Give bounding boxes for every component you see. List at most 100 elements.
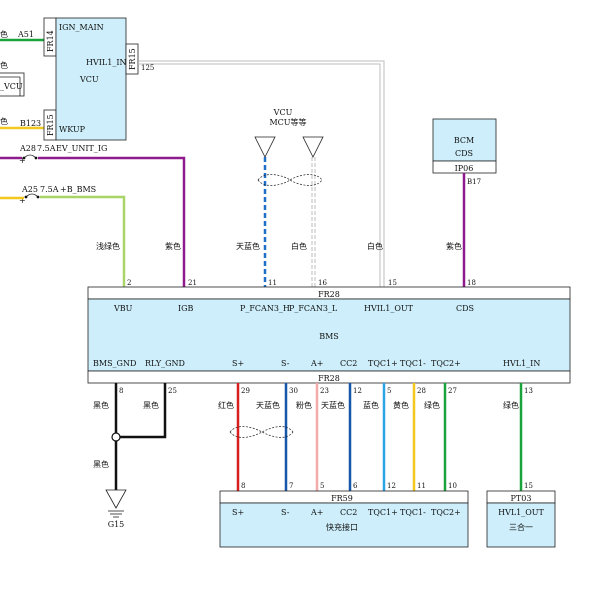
pin-num: 29 <box>241 387 250 395</box>
bcm-name: BCM <box>454 136 474 145</box>
bms-pin-cc2: CC2 <box>340 359 357 368</box>
bms-box <box>87 298 571 372</box>
pin-num: 23 <box>320 387 329 395</box>
bms-pin-hvl1-in: HVL1_IN <box>503 359 540 368</box>
vcu-pin-wkup: WKUP <box>59 125 86 134</box>
bcm-module: BCM CDS IP06 B17 <box>432 118 497 287</box>
vcu-box <box>55 17 127 141</box>
pin-num: 18 <box>467 279 476 287</box>
wire-label: 色 <box>0 60 8 70</box>
vcu-pin-hvil: HVIL1_IN <box>86 58 126 67</box>
ground-icon <box>105 489 127 509</box>
pin-num: 10 <box>448 482 457 490</box>
svg-text:+: + <box>19 156 26 165</box>
pin-num: 28 <box>417 387 426 395</box>
bms-pin-fcan3-h: P_FCAN3_H <box>240 304 290 313</box>
fuse-a25: A25 7.5A +B_BMS + <box>0 185 126 287</box>
wire-color-label: 浅绿色 <box>96 241 120 251</box>
wire-color-label: 天蓝色 <box>321 400 345 410</box>
pin-num: 30 <box>289 387 298 395</box>
top-wire-labels: 浅绿色 2 紫色 21 天蓝色 11 白色 16 白色 15 紫色 18 <box>96 241 476 287</box>
charge-pin-label: S- <box>281 508 290 517</box>
bms-name: BMS <box>319 332 339 341</box>
connector-label: FR28 <box>318 374 340 383</box>
wire-color-label: 白色 <box>291 241 307 251</box>
fuse-name: +B_BMS <box>60 185 96 194</box>
bottom-wires: 8 25 29 30 23 12 5 28 27 13 黑色 黑色 红色 天蓝色… <box>93 383 533 491</box>
connector-label: IP06 <box>455 164 474 173</box>
charge-pin-label: CC2 <box>340 508 357 517</box>
pin-num: 21 <box>188 279 197 287</box>
fuse-rating: 7.5A <box>37 144 56 153</box>
pin-num: 11 <box>417 482 426 490</box>
connector-label: FR14 <box>46 30 55 52</box>
pin-num: 12 <box>387 482 396 490</box>
fuse-rating: 7.5A <box>40 185 59 194</box>
bms-pin-cds: CDS <box>456 304 474 313</box>
wire-color-label: 天蓝色 <box>256 400 280 410</box>
pin-num: 8 <box>241 482 245 490</box>
wire-lightgreen-vbu <box>40 195 126 287</box>
svg-text:+: + <box>19 196 26 205</box>
charge-port: FR59 8 7 5 6 12 11 10 S+ S- A+ CC2 TQC1+… <box>219 482 469 548</box>
wire-hvil-white <box>138 60 385 287</box>
bms-pin-s-minus: S- <box>281 359 290 368</box>
can-antenna: VCU MCU等等 <box>254 108 324 287</box>
antenna-triangle-left <box>254 136 276 158</box>
bms-pin-a-plus: A+ <box>310 359 323 368</box>
wire-color-label: 红色 <box>218 400 234 410</box>
wire-purple-igb <box>38 156 186 287</box>
pin-num: 16 <box>318 279 327 287</box>
bms-pin-rly-gnd: RLY_GND <box>145 359 185 368</box>
wire-id: B123 <box>20 119 41 128</box>
pin-num: 11 <box>268 279 277 287</box>
pin-num: 8 <box>119 387 123 395</box>
wire-color-label: 绿色 <box>503 400 519 410</box>
wire-label: 色 <box>0 29 8 39</box>
pin-num: 15 <box>524 482 533 490</box>
wire-color-label: 天蓝色 <box>236 241 260 251</box>
bms-pin-tqc2-plus: TQC2+ <box>431 359 461 368</box>
vcu-module: 色 A51 色 色 B123 _VCU FR14 FR15 IGN_MAIN H… <box>0 17 154 141</box>
bcm-pin-name: CDS <box>455 149 473 158</box>
bms-pin-igb: IGB <box>178 304 194 313</box>
connector-fr28-bottom <box>87 370 571 384</box>
wire-color-label: 白色 <box>367 241 383 251</box>
wire-color-label: 黑色 <box>143 400 159 410</box>
pin-num: 27 <box>448 387 457 395</box>
charge-pin-label: TQC1+ <box>368 508 398 517</box>
wire-color-label: 黑色 <box>93 459 109 469</box>
charge-pin-label: S+ <box>232 508 244 517</box>
wire-id: A51 <box>17 30 34 39</box>
bms-pin-s-plus: S+ <box>232 359 244 368</box>
bms-pin-tqc1-plus: TQC1+ <box>368 359 398 368</box>
pin-num: 12 <box>353 387 362 395</box>
pt03-box <box>486 502 556 548</box>
bcm-box <box>432 118 497 162</box>
wire-color-label: 粉色 <box>296 400 312 410</box>
pin-num: 13 <box>524 387 533 395</box>
charge-port-name: 快充接口 <box>326 522 358 532</box>
side-box <box>0 72 25 97</box>
wire-color-label: 蓝色 <box>363 400 379 410</box>
wire-color-label: 紫色 <box>165 241 181 251</box>
bms-pin-fcan3-l: P_FCAN3_L <box>289 304 338 313</box>
bms-module: FR28 FR28 VBU IGB P_FCAN3_H P_FCAN3_L HV… <box>87 286 571 384</box>
connector-label: FR15 <box>46 114 55 136</box>
fuse-a28: A28 7.5A EV_UNIT_IG + <box>0 144 186 287</box>
charge-port-box <box>219 502 469 548</box>
pt03-name: 三合一 <box>509 522 533 532</box>
pin-num: 2 <box>127 279 131 287</box>
ground-id: G15 <box>108 520 125 529</box>
antenna-label-2: MCU等等 <box>269 117 306 127</box>
pin-num: 25 <box>168 387 177 395</box>
wire-rly-gnd <box>116 383 167 439</box>
connector-label: PT03 <box>511 494 532 503</box>
fuse-id: A25 <box>21 185 38 194</box>
side-box-label: _VCU <box>0 82 23 91</box>
fuse-name: EV_UNIT_IG <box>56 144 107 153</box>
wire-color-label: 黄色 <box>393 400 409 410</box>
wire-color-label: 绿色 <box>424 400 440 410</box>
fuse-id: A28 <box>19 144 36 153</box>
